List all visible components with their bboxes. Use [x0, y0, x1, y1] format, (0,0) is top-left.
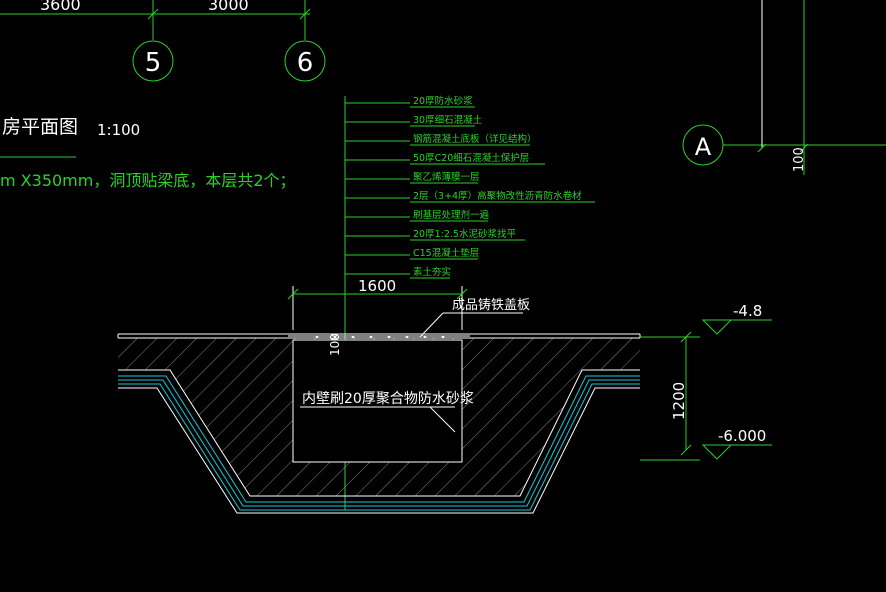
axis-label-5: 5: [145, 48, 162, 78]
width-dimension: [287, 286, 468, 330]
depth-dimension: [640, 331, 700, 461]
membrane-layers: [118, 369, 640, 514]
plan-scale: 1:100: [97, 121, 140, 139]
axis-bubble-6[interactable]: 6: [284, 40, 326, 82]
elev-top-label: -4.8: [733, 302, 762, 320]
layer-10: 素土夯实: [413, 266, 451, 278]
depth-dim-1200: 1200: [670, 382, 688, 420]
plan-title: 房平面图: [2, 116, 78, 138]
width-dim-1600: 1600: [358, 277, 396, 295]
plan-note: m X350mm，洞顶贴梁底，本层共2个；: [0, 171, 296, 190]
axis-bubble-A[interactable]: A: [682, 124, 886, 166]
axis-label-A: A: [695, 133, 712, 161]
axis-bubble-5[interactable]: 5: [132, 40, 174, 82]
small-dim-100: 100: [328, 333, 342, 356]
layer-8: 20厚1:2.5水泥砂浆找平: [413, 228, 516, 240]
pit-inner-opening: [293, 340, 462, 462]
layer-6: 2层（3+4厚）高聚物改性沥青防水卷材: [413, 190, 582, 202]
right-dim-100: 100: [792, 147, 807, 172]
axis-label-6: 6: [297, 48, 314, 78]
cover-label: 成品铸铁盖板: [452, 297, 530, 313]
inner-wall-label: 内壁刷20厚聚合物防水砂浆: [302, 391, 474, 407]
layer-1: 20厚防水砂浆: [413, 95, 473, 107]
right-wall-lines: [757, 0, 809, 175]
layer-9: C15混凝土垫层: [413, 247, 479, 259]
grid-dim-3600: 3600: [40, 0, 81, 14]
layer-7: 刷基层处理剂一遍: [413, 209, 490, 221]
cast-iron-cover[interactable]: [288, 335, 470, 339]
elev-marker-top: [701, 319, 772, 335]
grid-dimension-line: [0, 0, 311, 40]
layer-callout-list: 20厚防水砂浆 30厚细石混凝土 钢筋混凝土底板（详见结构） 50厚C20细石混…: [345, 95, 595, 279]
layer-5: 聚乙烯薄膜一层: [413, 171, 480, 183]
elev-marker-bottom: [701, 444, 772, 460]
inner-wall-label-leader: [300, 406, 456, 433]
layer-4: 50厚C20细石混凝土保护层: [413, 152, 529, 164]
layer-3: 钢筋混凝土底板（详见结构）: [413, 133, 537, 145]
cover-label-leader: [419, 312, 523, 338]
grid-dim-3000: 3000: [208, 0, 249, 14]
layer-2: 30厚细石混凝土: [413, 114, 483, 126]
elev-bottom-label: -6.000: [718, 427, 766, 445]
